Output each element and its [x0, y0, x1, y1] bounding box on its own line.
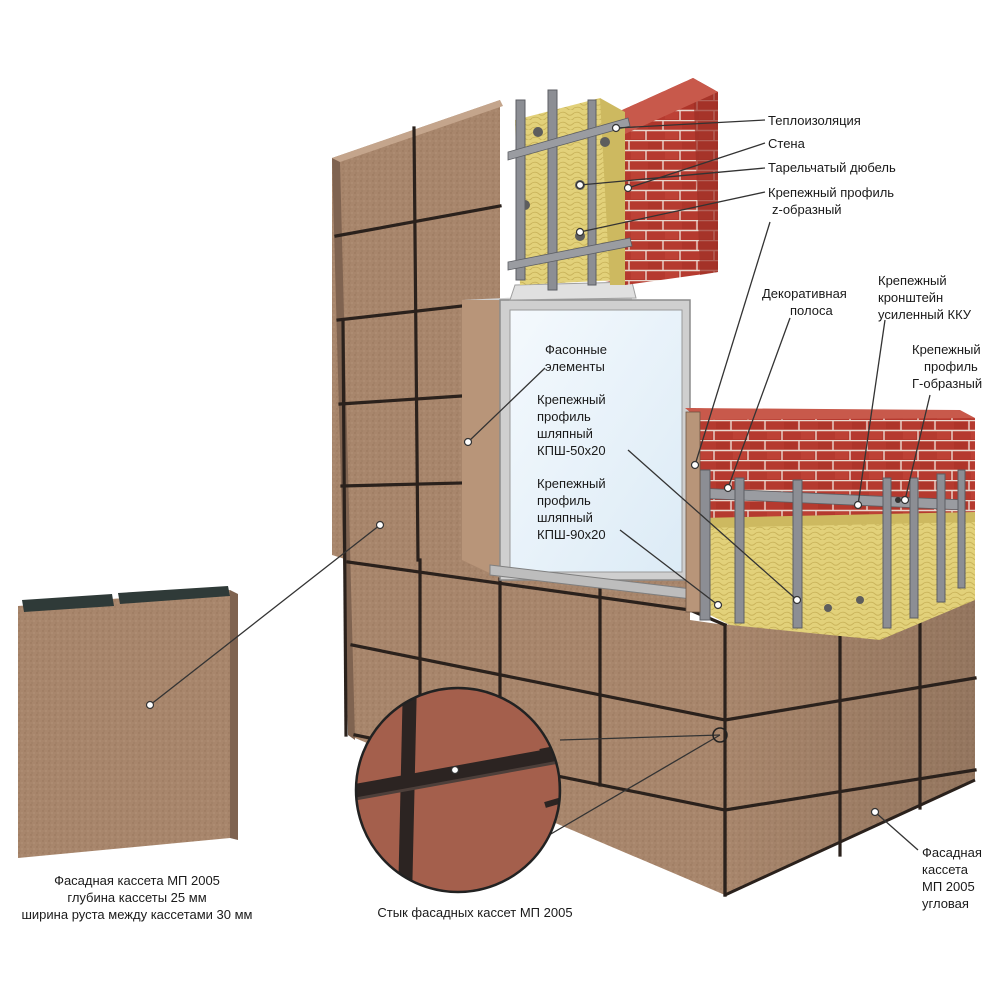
label-shaped-1: Фасонные	[545, 342, 607, 357]
label-kpsh90-1: Крепежный	[537, 476, 606, 491]
label-kpsh90-2: профиль	[537, 493, 591, 508]
label-decor-strip-2: полоса	[790, 303, 833, 318]
label-dowel: Тарельчатый дюбель	[768, 160, 896, 175]
label-kpsh50-4: КПШ-50х20	[537, 443, 606, 458]
label-bracket-3: усиленный ККУ	[878, 307, 972, 322]
label-g-profile-3: Г-образный	[912, 376, 982, 391]
label-decor-strip-1: Декоративная	[762, 286, 847, 301]
right-cutaway	[685, 408, 975, 640]
label-shaped-2: элементы	[545, 359, 605, 374]
label-g-profile-1: Крепежный	[912, 342, 981, 357]
label-kpsh50-1: Крепежный	[537, 392, 606, 407]
label-cassette-1: Фасадная кассета МП 2005	[54, 873, 220, 888]
loose-cassette	[18, 586, 238, 858]
label-z-profile-2: z-образный	[772, 202, 842, 217]
label-kpsh50-2: профиль	[537, 409, 591, 424]
joint-detail-callout	[354, 686, 728, 894]
leader-lines	[145, 119, 931, 851]
label-bracket-2: кронштейн	[878, 290, 943, 305]
label-kpsh90-4: КПШ-90х20	[537, 527, 606, 542]
window	[462, 281, 701, 601]
label-kpsh50-3: шляпный	[537, 426, 593, 441]
labels: Теплоизоляция Стена Тарельчатый дюбель К…	[21, 113, 982, 922]
label-bracket-1: Крепежный	[878, 273, 947, 288]
label-corner-3: МП 2005	[922, 879, 975, 894]
label-wall: Стена	[768, 136, 806, 151]
label-z-profile-1: Крепежный профиль	[768, 185, 894, 200]
label-corner-2: кассета	[922, 862, 969, 877]
label-g-profile-2: профиль	[924, 359, 978, 374]
top-cutaway	[507, 78, 718, 291]
label-kpsh90-3: шляпный	[537, 510, 593, 525]
label-thermal-insulation: Теплоизоляция	[768, 113, 861, 128]
label-cassette-2: глубина кассеты 25 мм	[67, 890, 206, 905]
label-corner-1: Фасадная	[922, 845, 982, 860]
label-corner-4: угловая	[922, 896, 969, 911]
label-joint: Стык фасадных кассет МП 2005	[377, 905, 572, 920]
label-cassette-3: ширина руста между кассетами 30 мм	[21, 907, 252, 922]
